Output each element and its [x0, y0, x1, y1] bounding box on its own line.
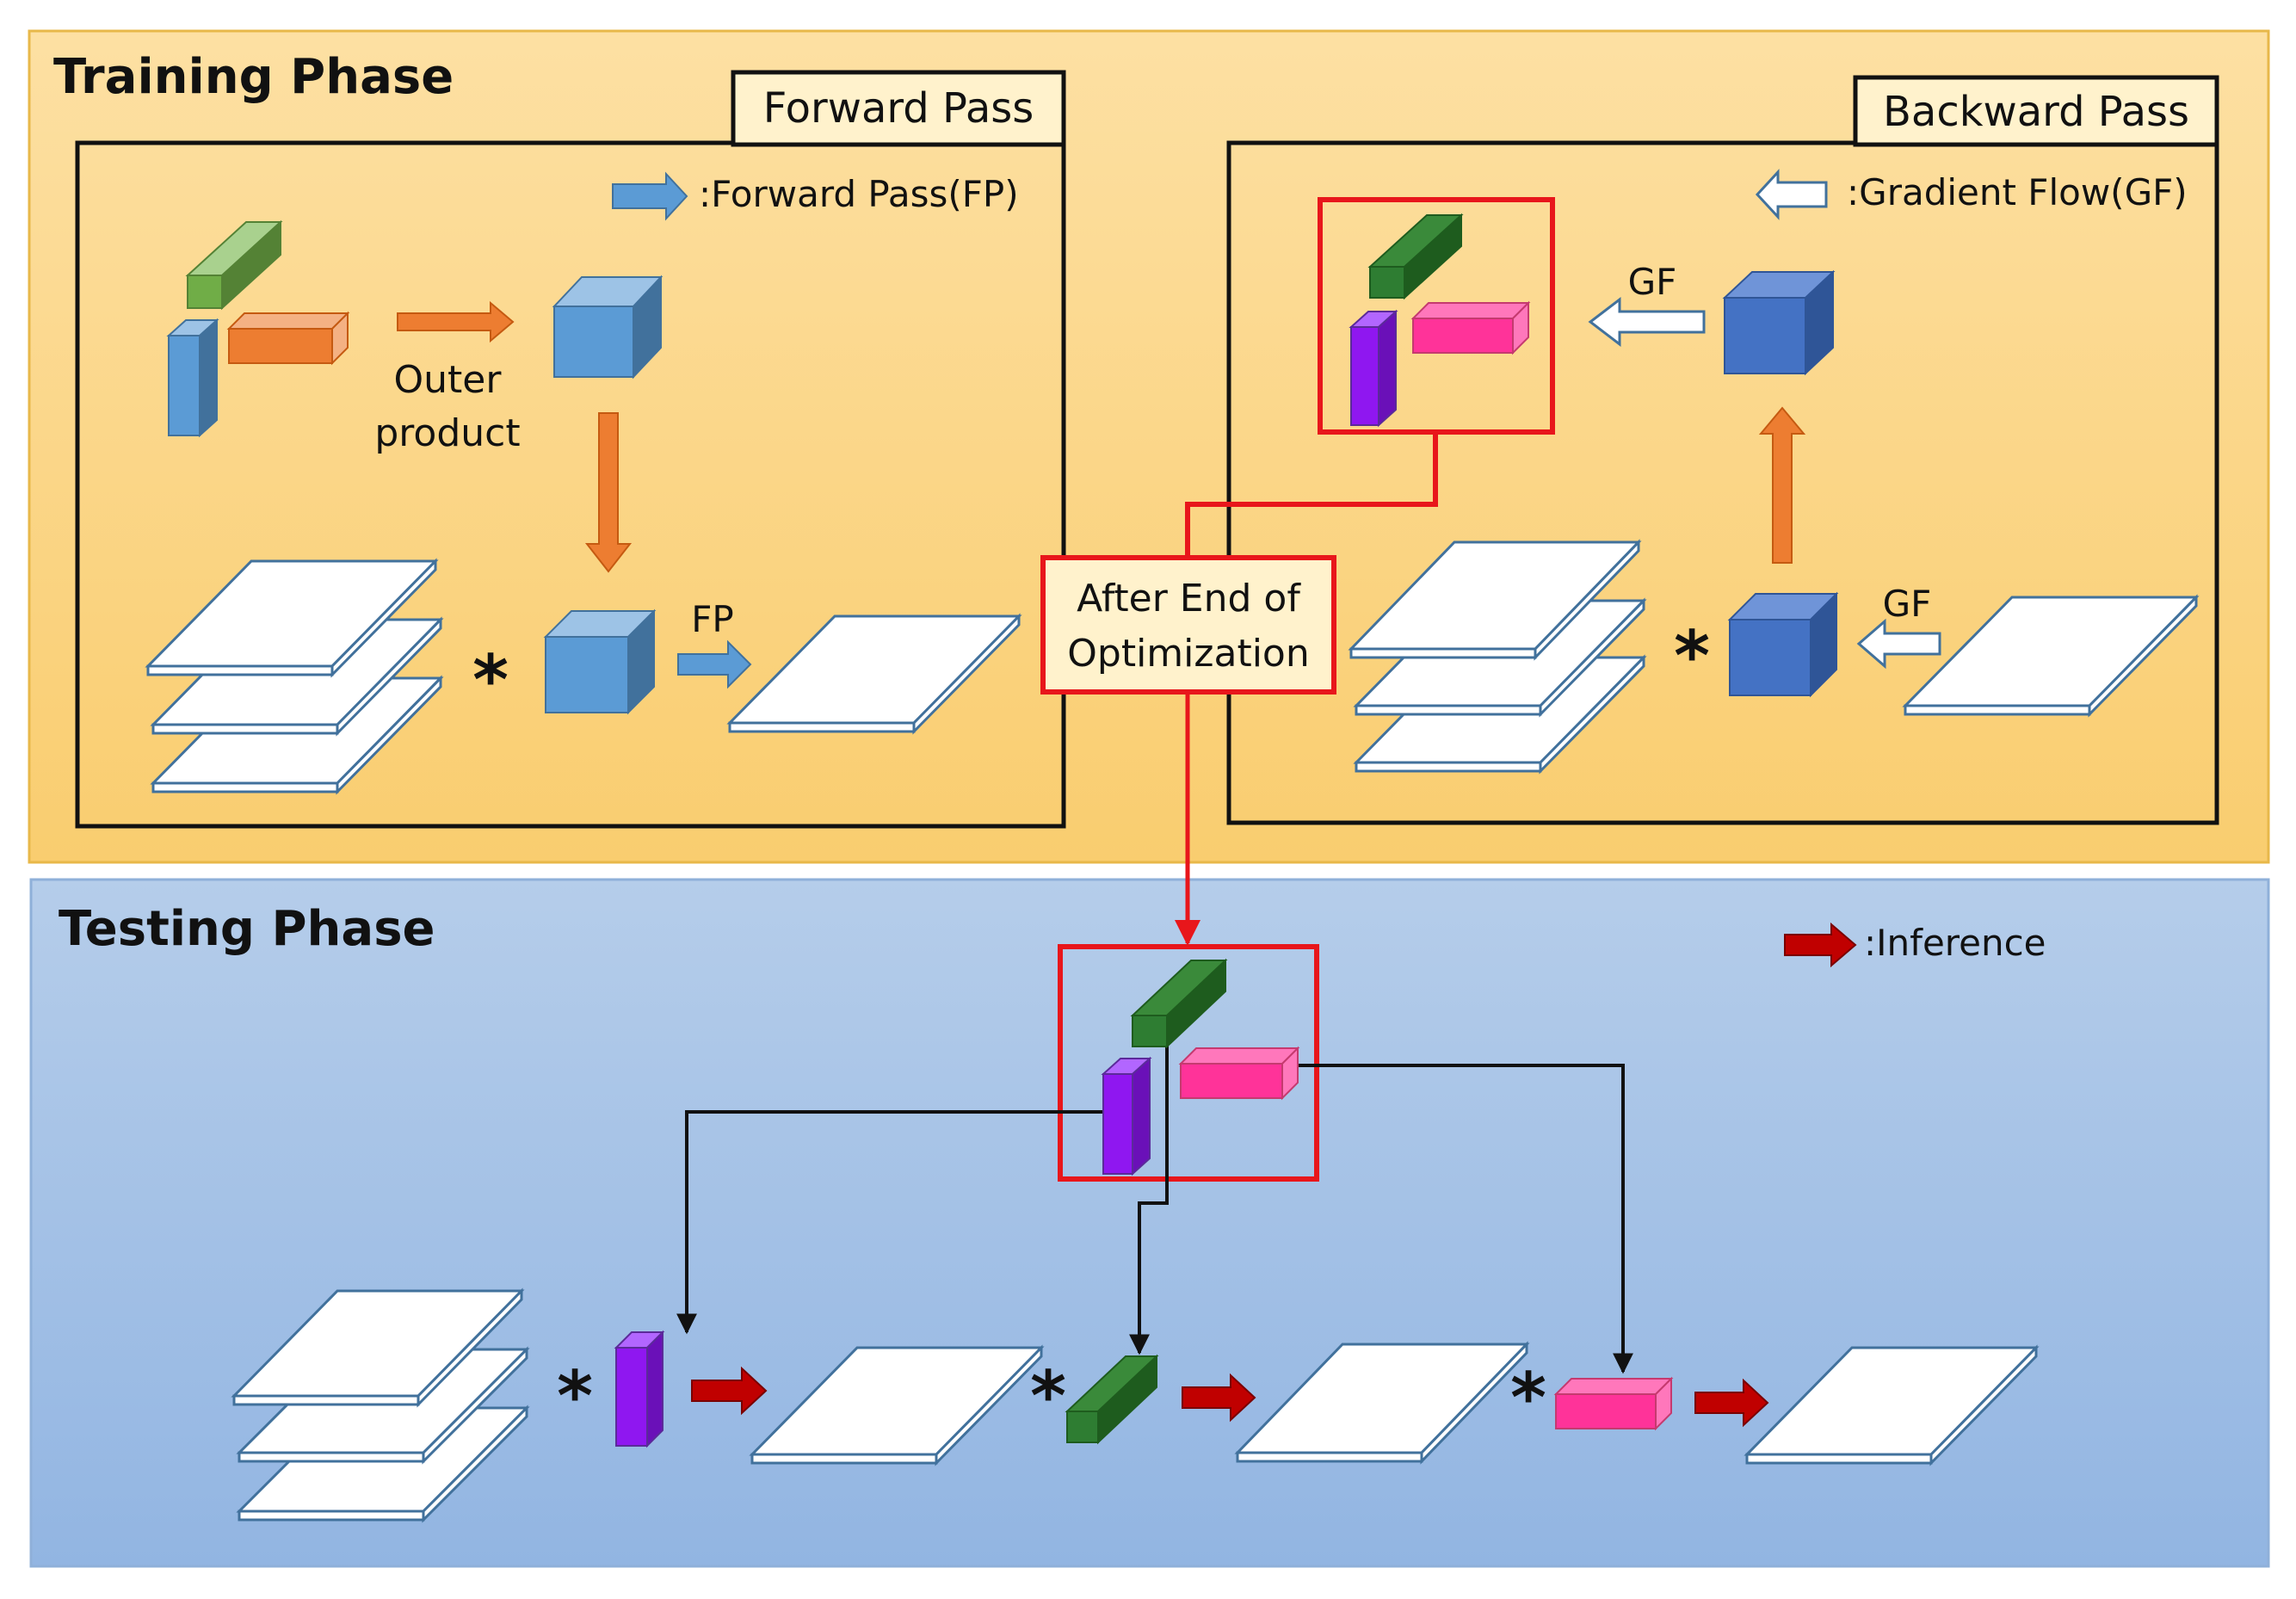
pink-connector	[1298, 1064, 1633, 1374]
forward-blue-factor	[166, 318, 219, 438]
gradient-flow-legend-label: :Gradient Flow(GF)	[1847, 171, 2188, 213]
test-green-kernel	[1065, 1354, 1159, 1445]
forward-output-sheet	[726, 613, 1022, 735]
after-optimization-line2: Optimization	[1067, 632, 1309, 676]
red-arrow-icon	[1784, 922, 1857, 968]
gf-arrow-top	[1588, 296, 1706, 348]
inference-arrow-2	[1182, 1373, 1256, 1423]
test-purple-factor	[1101, 1056, 1152, 1176]
green-connector	[1129, 1031, 1169, 1355]
inference-arrow-1	[691, 1366, 768, 1416]
test-purple-kernel	[614, 1330, 665, 1448]
test-intermediate-sheet-1	[749, 1344, 1045, 1466]
inference-legend-label: :Inference	[1864, 922, 2046, 964]
test-pink-factor	[1178, 1046, 1300, 1101]
blue-arrow-icon	[612, 171, 688, 221]
fp-label: FP	[691, 598, 734, 640]
backward-conv-star: *	[1674, 616, 1710, 696]
gf-arrow-bottom	[1856, 618, 1941, 670]
test-star-2: *	[1030, 1356, 1066, 1436]
forward-kernel-cube-top	[552, 275, 663, 380]
after-optimization-box: After End of Optimization	[1040, 555, 1336, 695]
forward-pass-legend: :Forward Pass(FP)	[612, 171, 1019, 221]
purple-connector	[676, 1110, 1110, 1335]
backward-kernel-cube-bottom	[1727, 591, 1839, 698]
inference-legend: :Inference	[1784, 922, 2046, 968]
backward-kernel-cube-top	[1722, 269, 1836, 376]
forward-pass-box: Forward Pass	[75, 70, 1066, 829]
forward-down-arrow	[584, 412, 633, 573]
forward-green-factor	[185, 219, 283, 311]
gradient-flow-legend: :Gradient Flow(GF)	[1755, 169, 2188, 220]
white-arrow-icon	[1755, 169, 1828, 220]
backward-green-factor	[1367, 213, 1464, 300]
test-intermediate-sheet-2	[1234, 1341, 1530, 1465]
backward-up-arrow	[1758, 406, 1806, 564]
backward-pink-factor	[1410, 300, 1531, 355]
training-phase-title: Training Phase	[53, 49, 454, 105]
outer-product-label-line2: product	[374, 411, 520, 455]
backward-purple-factor	[1349, 309, 1398, 428]
outer-product-arrow	[397, 300, 515, 343]
forward-input-stack	[145, 558, 444, 795]
forward-pass-legend-label: :Forward Pass(FP)	[699, 173, 1019, 215]
backward-output-sheet	[1902, 594, 2200, 718]
gf-label-top: GF	[1628, 261, 1677, 303]
optimization-connector-top	[1185, 432, 1438, 559]
backward-pass-box: Backward Pass	[1226, 75, 2219, 825]
test-green-factor	[1130, 958, 1228, 1049]
gf-label-bottom: GF	[1883, 583, 1932, 625]
after-optimization-line1: After End of	[1077, 577, 1301, 620]
forward-kernel-cube-bottom	[543, 608, 657, 715]
backward-input-stack	[1348, 539, 1647, 775]
outer-product-label-line1: Outer	[394, 358, 503, 402]
optimized-factors-box-test	[1058, 944, 1319, 1182]
forward-conv-star: *	[472, 640, 509, 720]
test-star-1: *	[557, 1356, 593, 1436]
backward-pass-tab-label: Backward Pass	[1883, 88, 2189, 136]
test-star-3: *	[1510, 1358, 1546, 1438]
test-output-sheet	[1744, 1344, 2040, 1466]
forward-pass-tab-label: Forward Pass	[763, 84, 1034, 133]
forward-orange-factor	[226, 311, 350, 366]
fp-arrow	[677, 639, 752, 689]
test-input-stack	[231, 1287, 530, 1523]
test-pink-kernel	[1553, 1376, 1674, 1431]
testing-phase-title: Testing Phase	[59, 901, 435, 957]
inference-arrow-3	[1694, 1378, 1769, 1428]
